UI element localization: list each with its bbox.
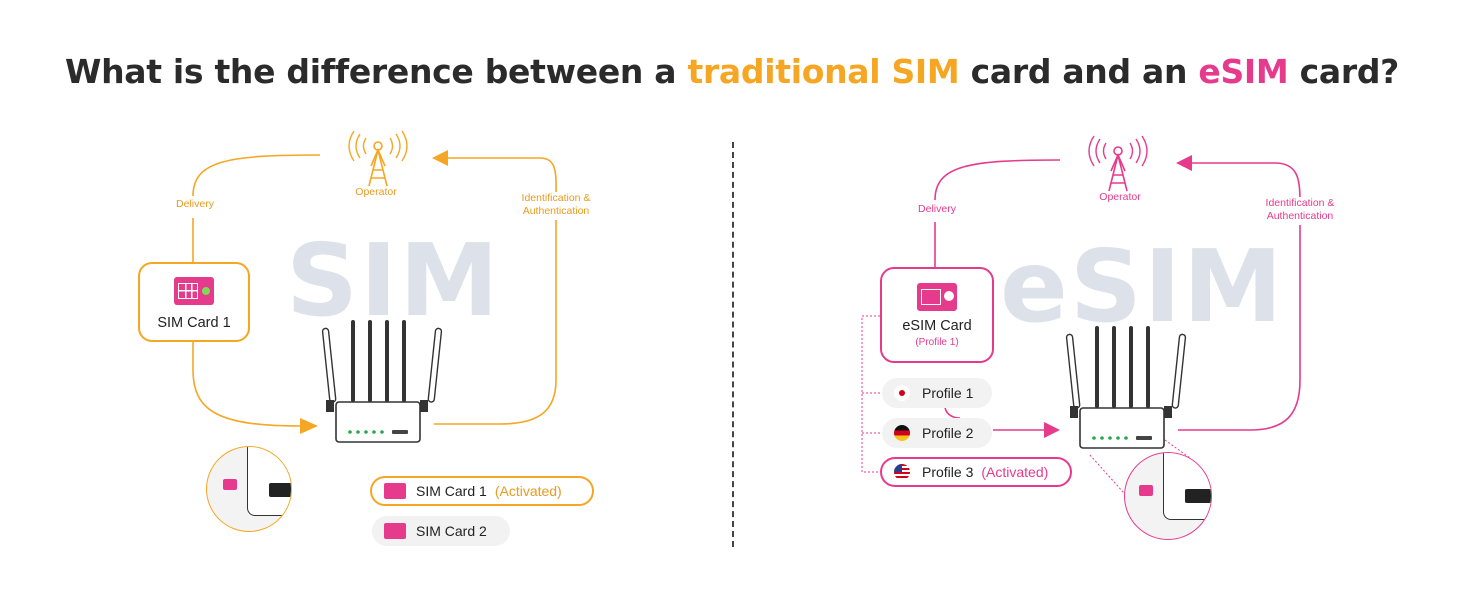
title-sim-word: traditional SIM [687, 52, 960, 91]
sim-option-2-label: SIM Card 2 [416, 523, 487, 539]
esim-card-icon [917, 283, 957, 311]
esim-profile-2-label: Profile 2 [922, 425, 974, 441]
sim-card-icon [384, 523, 406, 539]
sim-slot-icon [269, 483, 291, 497]
esim-router-icon [1065, 325, 1187, 449]
esim-delivery-arrowhead [1044, 422, 1060, 438]
sim-delivery-arrowhead [300, 418, 318, 434]
esim-slot-icon [1185, 489, 1211, 503]
sim-card-label: SIM Card 1 [157, 315, 231, 331]
sim-identification-label: Identification & Authentication [504, 192, 608, 218]
sim-tower-icon [348, 130, 408, 187]
esim-delivery-label: Delivery [902, 203, 972, 216]
panel-divider [732, 142, 734, 547]
esim-profile-2[interactable]: Profile 2 [882, 418, 992, 448]
esim-slot-zoom [1124, 452, 1212, 540]
esim-auth-arrowhead [1176, 155, 1192, 171]
esim-card-sub-label: (Profile 1) [915, 337, 959, 348]
esim-tower-icon [1088, 135, 1148, 192]
title-part-1: What is the difference between a [64, 52, 688, 91]
sim-operator-label: Operator [355, 186, 397, 198]
sim-router-icon [321, 319, 443, 443]
esim-profile-3-status: (Activated) [981, 464, 1049, 480]
esim-operator-label: Operator [1099, 191, 1141, 203]
sim-option-1-label: SIM Card 1 [416, 483, 487, 499]
japan-flag-icon [894, 385, 910, 401]
sim-connectors [192, 154, 557, 427]
esim-card-label: eSIM Card [902, 318, 972, 334]
sim-card-box: SIM Card 1 [138, 262, 250, 342]
esim-connectors [934, 159, 1301, 431]
sim-auth-arrowhead [432, 150, 448, 166]
esim-profile-3-label: Profile 3 [922, 464, 974, 480]
esim-watermark: eSIM [1000, 228, 1285, 345]
sim-slot-zoom [206, 446, 292, 532]
sim-option-2[interactable]: SIM Card 2 [372, 516, 510, 546]
esim-mini-icon [1139, 485, 1153, 496]
title-part-3: card? [1288, 52, 1400, 91]
esim-identification-label: Identification & Authentication [1248, 197, 1352, 223]
sim-option-1-status: (Activated) [494, 483, 562, 499]
sim-card-icon [384, 483, 406, 499]
sim-card-icon [174, 277, 214, 305]
esim-profile-1[interactable]: Profile 1 [882, 378, 992, 408]
usa-flag-icon [894, 464, 910, 480]
sim-mini-icon [223, 479, 237, 490]
germany-flag-icon [894, 425, 910, 441]
sim-option-1[interactable]: SIM Card 1 (Activated) [370, 476, 594, 506]
sim-delivery-label: Delivery [160, 198, 230, 211]
esim-profile-1-label: Profile 1 [922, 385, 974, 401]
page-title: What is the difference between a traditi… [0, 52, 1464, 91]
title-esim-word: eSIM [1198, 52, 1289, 91]
esim-card-box: eSIM Card (Profile 1) [880, 267, 994, 363]
title-part-2: card and an [959, 52, 1199, 91]
esim-profile-3[interactable]: Profile 3 (Activated) [880, 457, 1072, 487]
sim-watermark: SIM [286, 222, 501, 339]
